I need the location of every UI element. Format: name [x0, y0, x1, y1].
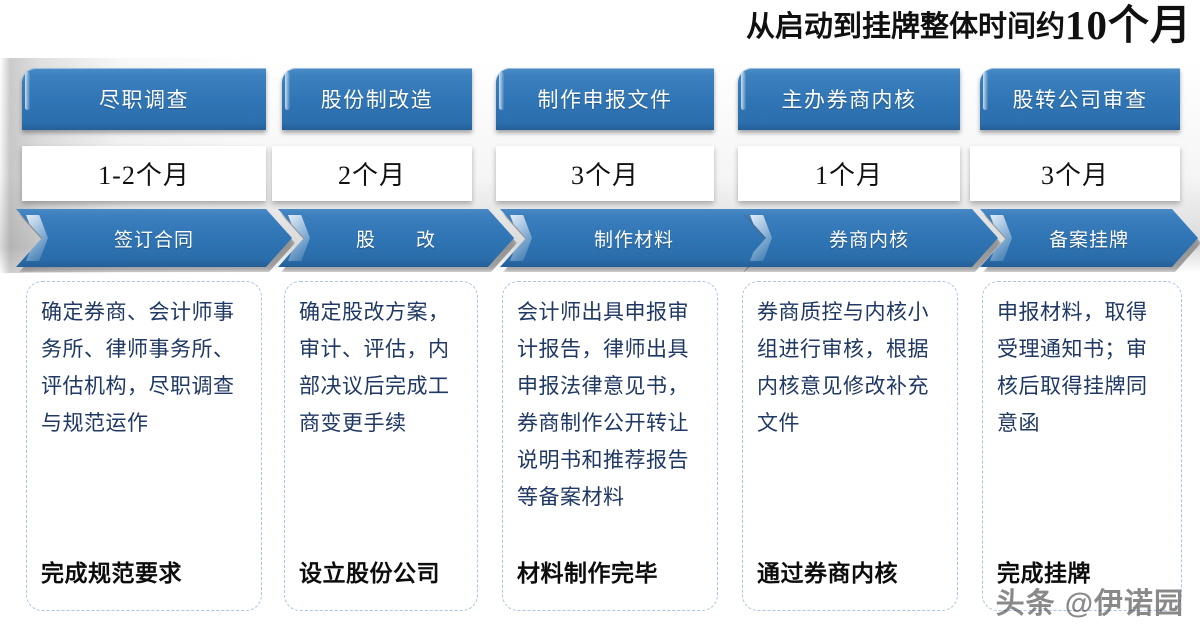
- stage-header-1: 尽职调查: [22, 68, 266, 130]
- stage-detail-card-3: 会计师出具申报审计报告，律师出具申报法律意见书，券商制作公开转让说明书和推荐报告…: [502, 281, 718, 611]
- page-title-emphasis: 10个月: [1065, 2, 1192, 48]
- stage-duration-label: 3个月: [1040, 161, 1109, 190]
- stage-chevron-5: 备案挂牌: [980, 209, 1198, 267]
- stage-detail-card-4: 券商质控与内核小组进行审核，根据内核意见修改补充文件通过券商内核: [742, 281, 958, 611]
- stage-duration-4: 1个月: [738, 146, 960, 201]
- stage-duration-label: 2个月: [337, 161, 406, 190]
- stage-duration-2: 2个月: [272, 146, 472, 201]
- stage-chevron-4: 券商内核: [740, 209, 998, 267]
- stage-chevron-label: 制作材料: [593, 229, 674, 251]
- stage-outcome: 完成规范要求: [41, 561, 182, 586]
- stage-detail-body: 申报材料，取得受理通知书；审核后取得挂牌同意函: [997, 300, 1148, 435]
- stage-chevron-label: 股 改: [355, 229, 436, 251]
- stage-header-label: 股转公司审查: [1012, 88, 1148, 112]
- stage-outcome: 完成挂牌: [997, 561, 1091, 586]
- stage-chevron-label: 签订合同: [113, 229, 194, 251]
- stage-outcome: 设立股份公司: [299, 561, 440, 586]
- stage-detail-body: 会计师出具申报审计报告，律师出具申报法律意见书，券商制作公开转让说明书和推荐报告…: [517, 300, 689, 509]
- stage-header-label: 股份制改造: [320, 88, 434, 112]
- stage-chevron-3: 制作材料: [500, 209, 768, 267]
- stage-outcome: 通过券商内核: [757, 561, 898, 586]
- stage-chevron-label: 备案挂牌: [1048, 229, 1129, 251]
- stage-chevron-1: 签订合同: [16, 209, 292, 267]
- stage-duration-1: 1-2个月: [22, 146, 266, 201]
- stage-header-3: 制作申报文件: [496, 68, 714, 130]
- stage-detail-card-1: 确定券商、会计师事务所、律师事务所、评估机构，尽职调查与规范运作完成规范要求: [26, 281, 262, 611]
- stage-detail-body: 确定股改方案，审计、评估，内部决议后完成工商变更手续: [299, 300, 450, 435]
- stage-header-label: 尽职调查: [99, 88, 189, 112]
- stage-duration-label: 1个月: [814, 161, 883, 190]
- stage-header-label: 制作申报文件: [537, 88, 673, 112]
- stage-detail-card-2: 确定股改方案，审计、评估，内部决议后完成工商变更手续设立股份公司: [284, 281, 478, 611]
- stage-detail-card-5: 申报材料，取得受理通知书；审核后取得挂牌同意函完成挂牌: [982, 281, 1182, 611]
- stage-duration-3: 3个月: [496, 146, 714, 201]
- stage-duration-5: 3个月: [970, 146, 1180, 201]
- stage-header-2: 股份制改造: [282, 68, 472, 130]
- stage-header-4: 主办券商内核: [738, 68, 960, 130]
- page-title-lead: 从启动到挂牌整体时间约: [745, 11, 1065, 43]
- stage-chevron-2: 股 改: [278, 209, 514, 267]
- stage-duration-label: 3个月: [570, 161, 639, 190]
- stage-header-label: 主办券商内核: [781, 88, 917, 112]
- stage-header-5: 股转公司审查: [980, 68, 1180, 130]
- stage-detail-body: 券商质控与内核小组进行审核，根据内核意见修改补充文件: [757, 300, 929, 435]
- page-title: 从启动到挂牌整体时间约10个月: [746, 2, 1192, 50]
- stage-detail-body: 确定券商、会计师事务所、律师事务所、评估机构，尽职调查与规范运作: [41, 300, 235, 435]
- title-bar: 从启动到挂牌整体时间约10个月: [0, 0, 1200, 52]
- stage-outcome: 材料制作完毕: [517, 561, 658, 586]
- stage-chevron-label: 券商内核: [828, 229, 909, 251]
- stage-duration-label: 1-2个月: [98, 161, 190, 190]
